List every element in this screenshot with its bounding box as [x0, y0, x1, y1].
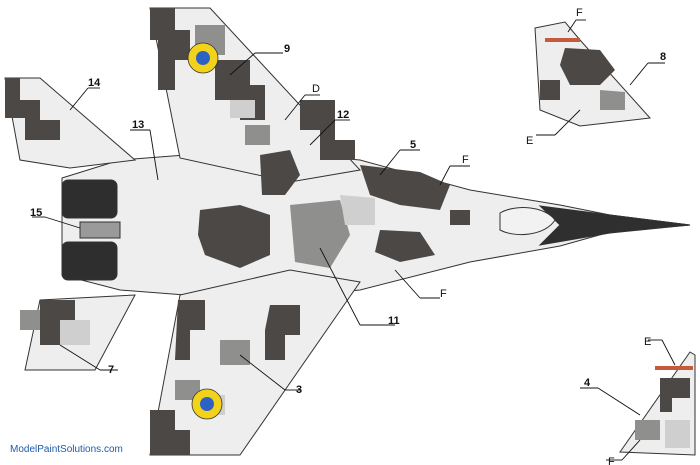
camo-dark-patch	[375, 230, 435, 262]
camo-dark-patch	[40, 300, 75, 345]
camo-dark-patch	[5, 78, 60, 140]
callout-8: 8	[660, 51, 666, 63]
canopy-outline	[499, 207, 556, 236]
camo-dark-patch	[450, 210, 470, 225]
camo-mid-patch	[20, 310, 40, 330]
camo-light-patch	[60, 320, 90, 345]
camo-light-patch	[340, 195, 375, 225]
camo-dark-patch	[198, 205, 270, 268]
tailplane-upper	[4, 77, 137, 169]
callout-F-intake: F	[440, 288, 447, 300]
callout-14: 14	[88, 77, 101, 89]
wing-lower	[149, 269, 361, 456]
callout-D: D	[312, 83, 320, 95]
stripe-red	[545, 38, 580, 42]
exhaust-upper	[61, 179, 118, 219]
callout-E-fin-bottom: E	[644, 336, 651, 348]
callout-15: 15	[30, 207, 42, 219]
camo-dark-patch	[265, 305, 300, 360]
camo-dark-patch	[300, 100, 355, 160]
callout-labels: 9 D 12 13 14 5 F 15 11 F 7 3 F 8 E E 4 F	[30, 7, 666, 465]
callout-F-fuselage: F	[462, 154, 469, 166]
stripe-red	[655, 366, 693, 370]
leader-lines	[32, 19, 676, 461]
nozzle-center	[79, 221, 121, 239]
callout-13: 13	[132, 119, 144, 131]
callout-E-fin-top: E	[526, 135, 533, 147]
callout-F-fin-top: F	[576, 7, 583, 19]
camo-pattern	[5, 8, 470, 455]
watermark-text: ModelPaintSolutions.com	[10, 444, 123, 455]
camo-mid-patch	[175, 380, 200, 400]
camo-light-patch	[230, 100, 255, 118]
camo-mid-patch	[220, 340, 250, 365]
roundel-upper	[187, 42, 219, 74]
camo-dark-patch	[360, 165, 450, 210]
inset-fin-bottom	[619, 351, 696, 456]
camo-light-patch	[665, 420, 690, 448]
camo-mid-patch	[600, 90, 625, 110]
camo-dark-patch	[660, 378, 690, 412]
camo-dark-patch	[150, 8, 190, 90]
callout-F-fin-bottom: F	[608, 456, 615, 465]
camo-dark-patch	[175, 300, 205, 360]
camo-dark-patch	[150, 410, 190, 455]
callout-4: 4	[584, 377, 591, 389]
camo-dark-patch	[540, 80, 560, 100]
exhaust-lower	[61, 241, 118, 281]
camo-mid-patch	[635, 420, 660, 440]
inset-fin-top	[534, 21, 652, 127]
camo-mid-patch	[195, 25, 225, 55]
callout-12: 12	[337, 109, 349, 121]
nose-cone	[538, 205, 691, 246]
camo-mid-patch	[290, 200, 350, 268]
callout-11: 11	[388, 315, 400, 327]
camo-dark-patch	[260, 150, 300, 195]
callout-3: 3	[296, 384, 302, 396]
camo-mid-patch	[245, 125, 270, 145]
callout-5: 5	[410, 139, 416, 151]
camo-dark-patch	[560, 48, 615, 85]
callout-7: 7	[108, 364, 114, 376]
roundel-lower	[191, 388, 223, 420]
callout-9: 9	[284, 43, 290, 55]
